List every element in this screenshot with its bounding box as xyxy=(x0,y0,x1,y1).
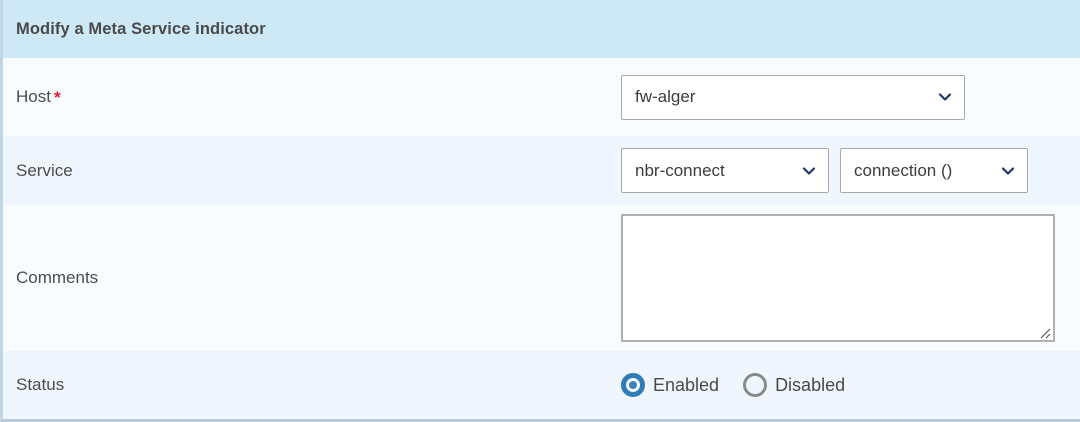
status-radio-enabled[interactable]: Enabled xyxy=(621,373,719,397)
service-instance-select[interactable]: connection () xyxy=(840,148,1028,193)
radio-unselected-icon[interactable] xyxy=(743,373,768,397)
required-asterisk: * xyxy=(53,87,61,107)
status-field: Enabled Disabled xyxy=(621,373,1080,397)
status-label: Status xyxy=(16,375,65,394)
service-instance-select-value: connection () xyxy=(854,160,953,180)
service-select-value: nbr-connect xyxy=(635,160,725,180)
chevron-down-icon xyxy=(937,89,953,105)
host-select-value: fw-alger xyxy=(635,87,696,106)
host-label-text: Host xyxy=(16,86,51,106)
form-row-comments: Comments xyxy=(3,205,1080,351)
resize-grip-icon[interactable] xyxy=(1037,325,1051,339)
comments-textarea[interactable] xyxy=(621,214,1055,342)
page-title: Modify a Meta Service indicator xyxy=(16,19,266,38)
comments-field xyxy=(621,214,1080,342)
panel-header: Modify a Meta Service indicator xyxy=(3,0,1080,58)
chevron-down-icon xyxy=(801,163,817,179)
form-row-host: Host* fw-alger xyxy=(3,58,1080,136)
host-select[interactable]: fw-alger xyxy=(621,74,965,120)
form-row-status: Status Enabled Disabled xyxy=(3,351,1080,419)
status-radio-enabled-label: Enabled xyxy=(653,374,720,395)
status-radio-disabled-label: Disabled xyxy=(775,374,846,395)
service-select[interactable]: nbr-connect xyxy=(621,148,829,193)
status-radio-disabled[interactable]: Disabled xyxy=(743,373,845,397)
comments-label: Comments xyxy=(16,268,99,287)
form-row-service: Service nbr-connect connection () xyxy=(3,136,1080,205)
radio-selected-icon[interactable] xyxy=(621,373,645,397)
host-label: Host* xyxy=(16,87,621,108)
service-label: Service xyxy=(16,160,73,180)
host-field: fw-alger xyxy=(621,74,1080,120)
status-radio-group: Enabled Disabled xyxy=(621,373,845,397)
service-field: nbr-connect connection () xyxy=(621,148,1080,193)
chevron-down-icon xyxy=(1000,163,1016,179)
